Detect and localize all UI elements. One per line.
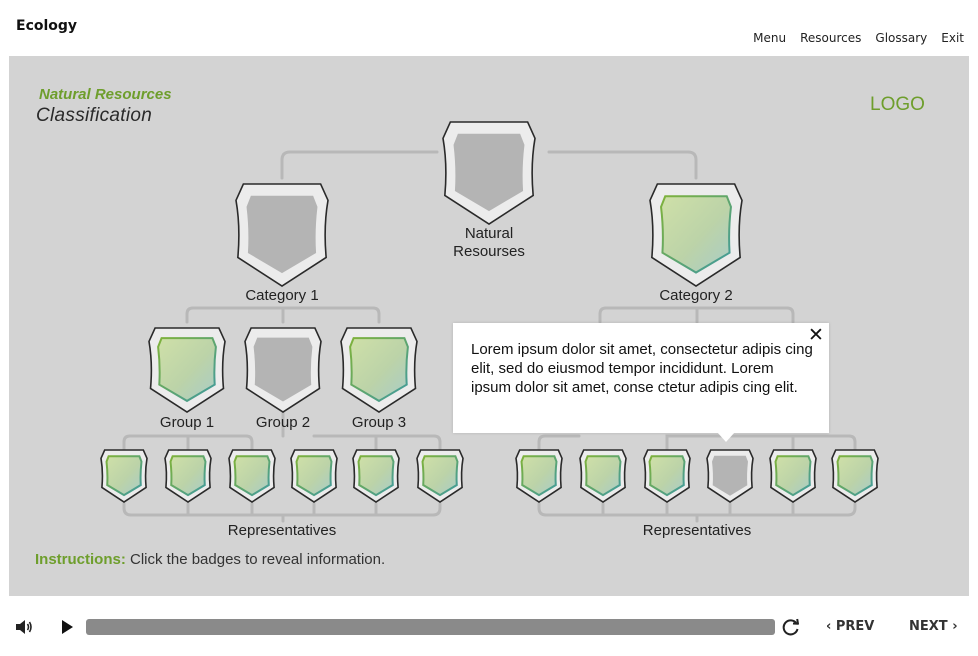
nav-glossary[interactable]: Glossary xyxy=(875,31,928,45)
connector-groups-left-top-b xyxy=(312,434,442,452)
next-label: NEXT xyxy=(909,619,948,634)
instructions-text: Click the badges to reveal information. xyxy=(130,551,386,568)
slide-stage: Natural Resources Classification LOGO Na… xyxy=(9,56,969,596)
representative-badge-left-3[interactable] xyxy=(228,449,276,503)
connector-root-right xyxy=(547,150,698,180)
nav-exit[interactable]: Exit xyxy=(941,31,964,45)
connector-groups-right-top xyxy=(537,434,857,452)
close-icon[interactable]: ✕ xyxy=(808,325,824,346)
representative-badge-right-3[interactable] xyxy=(643,449,691,503)
representative-badge-right-2[interactable] xyxy=(579,449,627,503)
representatives-label-right: Representatives xyxy=(642,522,752,539)
representative-badge-right-4[interactable] xyxy=(706,449,754,503)
category-1-badge[interactable] xyxy=(235,183,329,287)
root-badge[interactable] xyxy=(442,121,536,225)
connector-reps-right-bottom xyxy=(537,502,857,523)
top-nav: Menu Resources Glossary Exit xyxy=(753,31,964,45)
representatives-label-left: Representatives xyxy=(227,522,337,539)
instructions: Instructions: Click the badges to reveal… xyxy=(35,551,385,568)
connector-reps-left-bottom xyxy=(122,502,442,523)
group-2-badge[interactable] xyxy=(244,327,322,413)
representative-badge-left-2[interactable] xyxy=(164,449,212,503)
category-2-badge[interactable] xyxy=(649,183,743,287)
prev-button[interactable]: ‹ PREV xyxy=(826,619,874,634)
progress-bar[interactable] xyxy=(86,619,775,635)
group-2-label: Group 2 xyxy=(255,414,311,431)
group-3-label: Group 3 xyxy=(351,414,407,431)
section-subtitle: Natural Resources xyxy=(39,86,172,103)
nav-menu[interactable]: Menu xyxy=(753,31,787,45)
chevron-left-icon: ‹ xyxy=(826,619,832,634)
group-1-label: Group 1 xyxy=(159,414,215,431)
logo: LOGO xyxy=(870,94,925,115)
replay-icon[interactable] xyxy=(781,617,801,637)
representative-badge-left-1[interactable] xyxy=(100,449,148,503)
instructions-label: Instructions: xyxy=(35,551,126,568)
popup-pointer xyxy=(717,432,735,442)
app-title: Ecology xyxy=(16,18,78,34)
popup-text: Lorem ipsum dolor sit amet, consectetur … xyxy=(471,341,813,396)
play-icon[interactable] xyxy=(58,618,76,636)
classification-tree xyxy=(100,121,879,523)
category-1-label: Category 1 xyxy=(245,287,319,304)
group-1-badge[interactable] xyxy=(148,327,226,413)
section-title: Classification xyxy=(36,105,153,126)
chevron-right-icon: › xyxy=(952,619,958,634)
representative-badge-right-5[interactable] xyxy=(769,449,817,503)
speaker-icon[interactable] xyxy=(14,618,34,636)
category-2-label: Category 2 xyxy=(659,287,733,304)
connector-root-left xyxy=(280,150,439,180)
nav-resources[interactable]: Resources xyxy=(800,31,862,45)
representative-badge-left-4[interactable] xyxy=(290,449,338,503)
next-button[interactable]: NEXT › xyxy=(909,619,958,634)
connector-cat1-groups xyxy=(185,306,381,324)
representative-badge-left-6[interactable] xyxy=(416,449,464,503)
representative-badge-right-1[interactable] xyxy=(515,449,563,503)
prev-label: PREV xyxy=(835,619,875,634)
info-popup: ✕ Lorem ipsum dolor sit amet, consectetu… xyxy=(453,323,829,442)
player-bar: ‹ PREV NEXT › xyxy=(0,606,978,648)
group-3-badge[interactable] xyxy=(340,327,418,413)
representative-badge-right-6[interactable] xyxy=(831,449,879,503)
representative-badge-left-5[interactable] xyxy=(352,449,400,503)
connector-cat2-groups xyxy=(598,306,795,324)
root-label-line2: Resourses xyxy=(453,243,525,260)
root-label-line1: Natural xyxy=(464,225,514,242)
